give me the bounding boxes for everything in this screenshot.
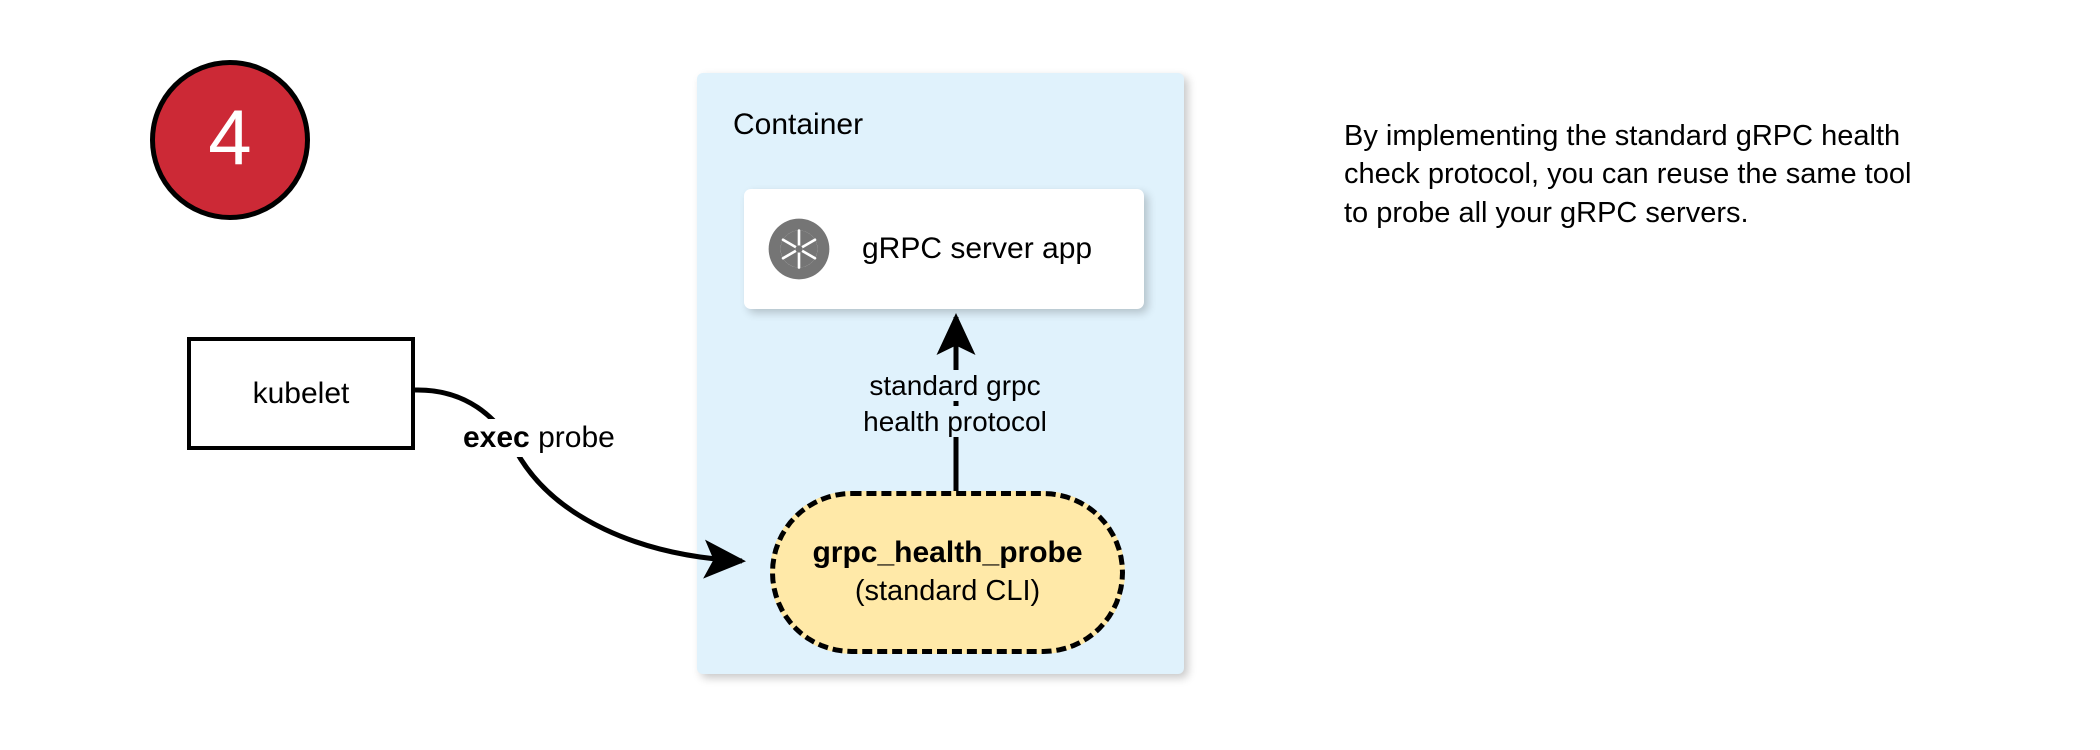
exec-keyword: exec <box>463 421 530 454</box>
exec-probe-edge-label: exec probe <box>458 419 620 457</box>
step-number-badge: 4 <box>150 60 310 220</box>
grpc-health-probe-name: grpc_health_probe <box>812 536 1083 570</box>
grpc-server-app-card: gRPC server app <box>744 189 1144 309</box>
health-protocol-line-1: standard grpc <box>866 370 1044 401</box>
step-number-text: 4 <box>208 93 252 181</box>
container-title: Container <box>733 108 864 141</box>
grpc-server-app-label: gRPC server app <box>862 232 1093 265</box>
grpc-aperture-icon <box>768 218 830 280</box>
health-protocol-line-2: health protocol <box>860 406 1050 438</box>
exec-probe-connector <box>414 387 746 579</box>
grpc-health-probe-node: grpc_health_probe (standard CLI) <box>770 491 1125 654</box>
kubelet-label: kubelet <box>252 376 350 410</box>
exec-probe-rest: probe <box>529 421 615 454</box>
grpc-health-probe-subtitle: (standard CLI) <box>854 574 1041 607</box>
kubelet-node: kubelet <box>187 337 415 450</box>
explanation-note: By implementing the standard gRPC health… <box>1344 120 1912 229</box>
health-protocol-edge-label: standard grpc health protocol <box>830 368 1080 440</box>
